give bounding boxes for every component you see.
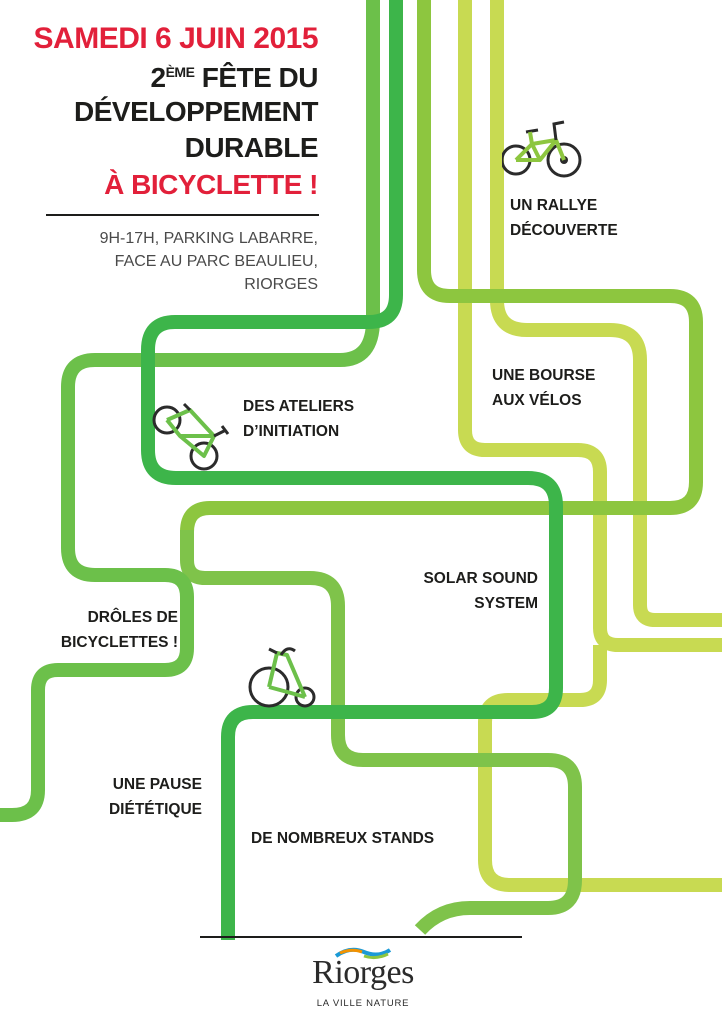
activity-solar-sound: SOLAR SOUND SYSTEM [423, 566, 538, 616]
route-line-lime-1 [490, 0, 722, 627]
activity-rallye: UN RALLYE DÉCOUVERTE [510, 193, 618, 243]
event-date: SAMEDI 6 JUIN 2015 [33, 22, 319, 55]
activity-label-line1: UNE BOURSE [492, 367, 596, 384]
activity-label-line1: UNE PAUSE [112, 776, 202, 793]
activity-droles-bicyclettes: DRÔLES DE BICYCLETTES ! [61, 605, 178, 655]
activity-label-line2: AUX VÉLOS [492, 392, 582, 409]
activity-label-line1: DRÔLES DE [87, 609, 178, 626]
activity-bourse: UNE BOURSE AUX VÉLOS [492, 363, 595, 413]
logo-name: Riorges [312, 954, 414, 991]
logo-tagline: LA VILLE NATURE [316, 998, 410, 1009]
activity-label-line1: DES ATELIERS [243, 398, 355, 415]
bicycle-icon [152, 402, 230, 471]
event-title-line1: 2ÈME FÊTE DU [150, 62, 319, 94]
activity-label-line1: SOLAR SOUND [423, 570, 538, 587]
activity-label-line2: D’INITIATION [243, 423, 340, 440]
route-line-dark-1 [141, 0, 563, 940]
activity-label-line2: DÉCOUVERTE [510, 222, 618, 239]
venue-line2: FACE AU PARC BEAULIEU, [114, 253, 318, 270]
title-line1-rest: FÊTE DU [194, 62, 319, 93]
header-divider [46, 214, 319, 216]
activity-label-line1: DE NOMBREUX STANDS [251, 830, 435, 847]
footer-divider [200, 936, 522, 938]
activity-label-line2: BICYCLETTES ! [60, 634, 178, 651]
riorges-logo: Riorges LA VILLE NATURE [300, 946, 426, 1016]
activity-stands: DE NOMBREUX STANDS [251, 826, 434, 851]
route-line-lime-2 [458, 0, 722, 652]
title-ordinal-suffix: ÈME [165, 64, 195, 80]
route-line-green-2 [180, 530, 582, 935]
activity-label-line2: DIÉTÉTIQUE [108, 801, 202, 818]
riorges-wave-logo-icon [334, 947, 392, 960]
penny-farthing-icon [248, 647, 316, 708]
activity-ateliers: DES ATELIERS D’INITIATION [243, 394, 354, 444]
title-ordinal: 2 [150, 62, 167, 93]
venue-line3: RIORGES [244, 276, 318, 293]
activity-pause-dietetique: UNE PAUSE DIÉTÉTIQUE [109, 772, 202, 822]
venue-line1: 9H-17H, PARKING LABARRE, [99, 230, 318, 247]
route-line-green-3 [0, 0, 380, 822]
bicycle-icon [502, 120, 582, 178]
event-title-line4: À BICYCLETTE ! [104, 169, 318, 200]
activity-label-line1: UN RALLYE [510, 197, 598, 214]
route-line-green-1 [180, 0, 703, 560]
event-title-line2: DÉVELOPPEMENT [74, 96, 318, 127]
event-title-line3: DURABLE [184, 132, 319, 163]
activity-label-line2: SYSTEM [474, 595, 538, 612]
